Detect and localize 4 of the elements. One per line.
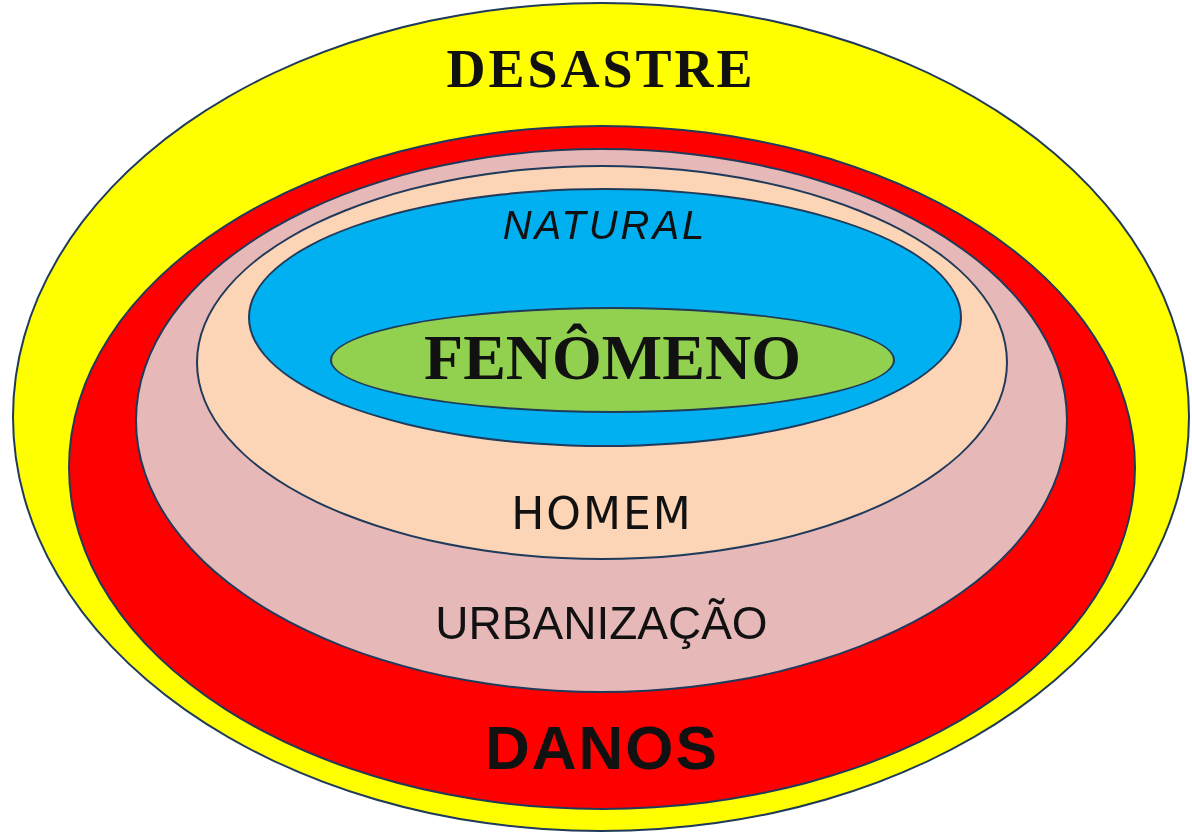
ellipse-label: DANOS bbox=[484, 717, 720, 779]
ellipse-label: DESASTRE bbox=[445, 42, 757, 96]
ellipse-label: NATURAL bbox=[501, 205, 709, 245]
ellipse-label: HOMEM bbox=[510, 492, 694, 536]
